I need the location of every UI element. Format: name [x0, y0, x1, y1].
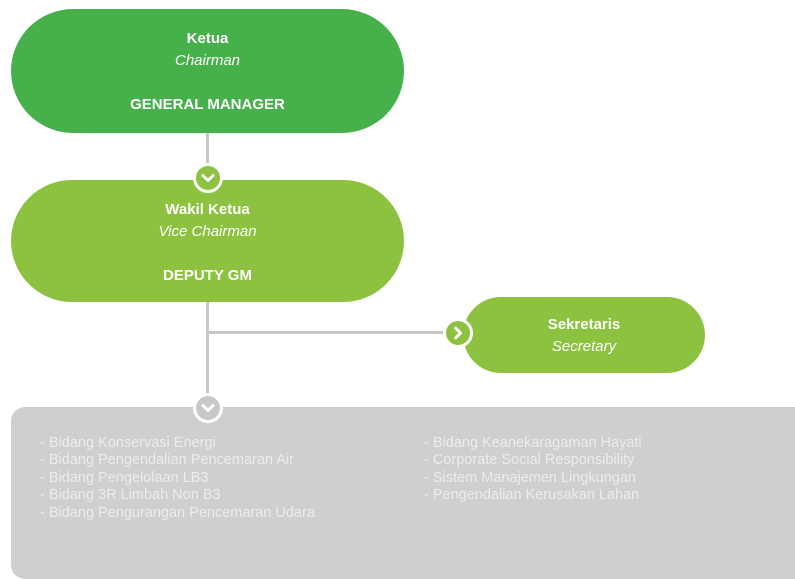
departments-list-left: - Bidang Konservasi Energi - Bidang Peng…	[40, 435, 315, 522]
secretary-title: Sekretaris	[547, 316, 621, 333]
vice-chairman-node: Wakil Ketua Vice Chairman DEPUTY GM	[11, 180, 404, 302]
secretary-subtitle: Secretary	[551, 338, 617, 355]
connector-chairman-vice	[206, 133, 209, 180]
list-item: - Bidang Konservasi Energi	[40, 435, 216, 451]
list-item: - Bidang Pengelolaan LB3	[40, 469, 209, 486]
chairman-subtitle: Chairman	[174, 52, 241, 69]
chairman-title: Ketua	[186, 30, 229, 47]
vice-chairman-role: DEPUTY GM	[163, 267, 252, 284]
secretary-node: Sekretaris Secretary	[463, 297, 705, 373]
connector-vice-departments	[206, 302, 209, 407]
vice-chairman-title: Wakil Ketua	[165, 201, 250, 218]
departments-list-right: - Bidang Keanekaragaman Hayati - Corpora…	[424, 435, 642, 505]
chairman-role: GENERAL MANAGER	[130, 96, 285, 113]
list-item: - Bidang Pengendalian Pencemaran Air	[40, 452, 294, 469]
list-item: - Bidang Keanekaragaman Hayati	[424, 435, 642, 451]
departments-panel	[11, 407, 795, 579]
list-item: - Bidang 3R Limbah Non B3	[40, 487, 221, 504]
list-item: - Sistem Manajemen Lingkungan	[424, 469, 636, 486]
list-item: - Bidang Pengurangan Pencemaran Udara	[40, 504, 315, 521]
vice-chairman-subtitle: Vice Chairman	[158, 223, 257, 240]
list-item: - Pengendalian Kerusakan Lahan	[424, 487, 640, 504]
chevron-down-icon	[193, 393, 223, 423]
list-item: - Corporate Social Responsibility	[424, 452, 635, 469]
chairman-node: Ketua Chairman GENERAL MANAGER	[11, 9, 404, 133]
chevron-down-icon	[193, 163, 223, 193]
connector-vice-secretary	[206, 331, 463, 334]
chevron-right-icon	[443, 318, 473, 348]
